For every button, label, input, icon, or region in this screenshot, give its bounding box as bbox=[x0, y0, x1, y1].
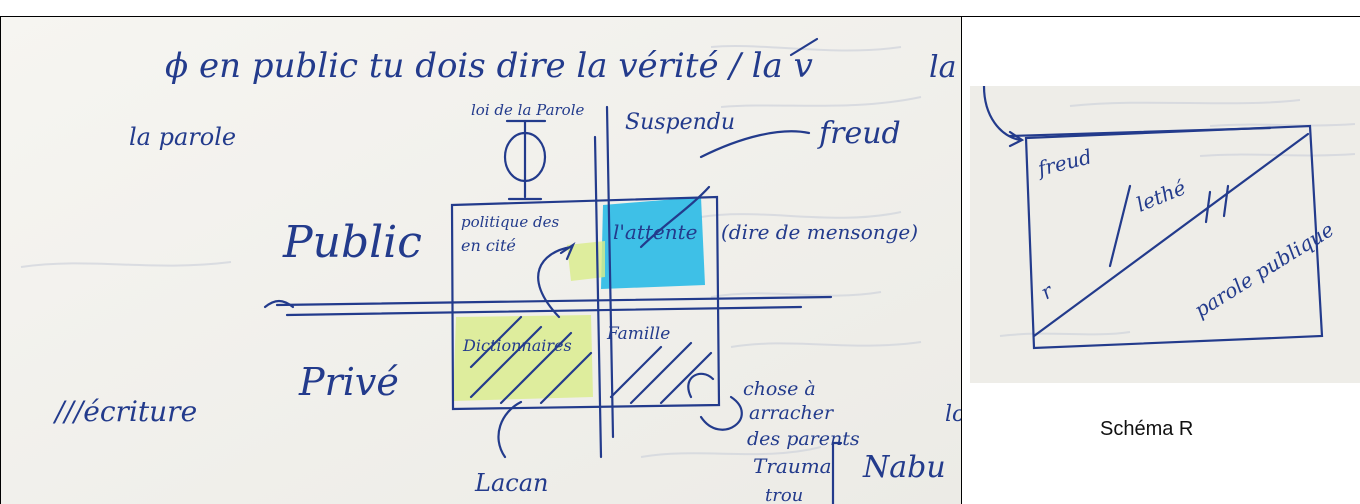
table-border-left bbox=[0, 16, 1, 504]
handwritten-edge-l: la bbox=[929, 50, 956, 85]
yellow-marker-area bbox=[453, 315, 593, 401]
handwritten-trauma: Trauma bbox=[753, 454, 832, 478]
handwritten-chose: chose à bbox=[743, 378, 816, 400]
handwritten-line-verite: ϕ en public tu dois dire la vérité / la … bbox=[165, 46, 813, 86]
right-sketch-svg: freud lethé r parole publique bbox=[970, 86, 1360, 383]
table-border-middle bbox=[961, 16, 962, 504]
figure-caption: Schéma R bbox=[1100, 418, 1194, 440]
left-sketch-svg: ϕ en public tu dois dire la vérité / la … bbox=[1, 17, 961, 504]
handwritten-nabu: Nabu bbox=[862, 450, 946, 485]
handwritten-mensonge: (dire de mensonge) bbox=[721, 220, 918, 244]
right-handwritten-photo: freud lethé r parole publique bbox=[970, 86, 1360, 383]
handwritten-lacan: Lacan bbox=[474, 469, 548, 497]
handwritten-freud: freud bbox=[817, 116, 901, 151]
handwritten-arracher: arracher bbox=[749, 402, 835, 424]
handwritten-la-parole: la parole bbox=[129, 123, 236, 151]
handwritten-parents: des parents bbox=[747, 428, 860, 450]
handwritten-ecriture: ///écriture bbox=[52, 395, 197, 428]
handwritten-famille: Famille bbox=[606, 324, 670, 344]
handwritten-edge-lo: lo bbox=[945, 402, 961, 427]
handwritten-dictionnaires: Dictionnaires bbox=[462, 336, 572, 355]
handwritten-suspendu: Suspendu bbox=[625, 110, 735, 135]
handwritten-prive: Privé bbox=[298, 360, 399, 404]
handwritten-attente: l'attente bbox=[613, 220, 697, 244]
handwritten-loi-parole: loi de la Parole bbox=[471, 101, 585, 119]
handwritten-public: Public bbox=[282, 217, 422, 268]
table-border-top bbox=[0, 16, 1360, 17]
handwritten-en-cite: en cité bbox=[461, 236, 516, 255]
handwritten-trou: trou bbox=[765, 485, 803, 504]
handwritten-politique: politique des bbox=[461, 213, 559, 231]
cyan-marker-area bbox=[601, 197, 705, 289]
left-handwritten-photo: ϕ en public tu dois dire la vérité / la … bbox=[1, 17, 961, 504]
